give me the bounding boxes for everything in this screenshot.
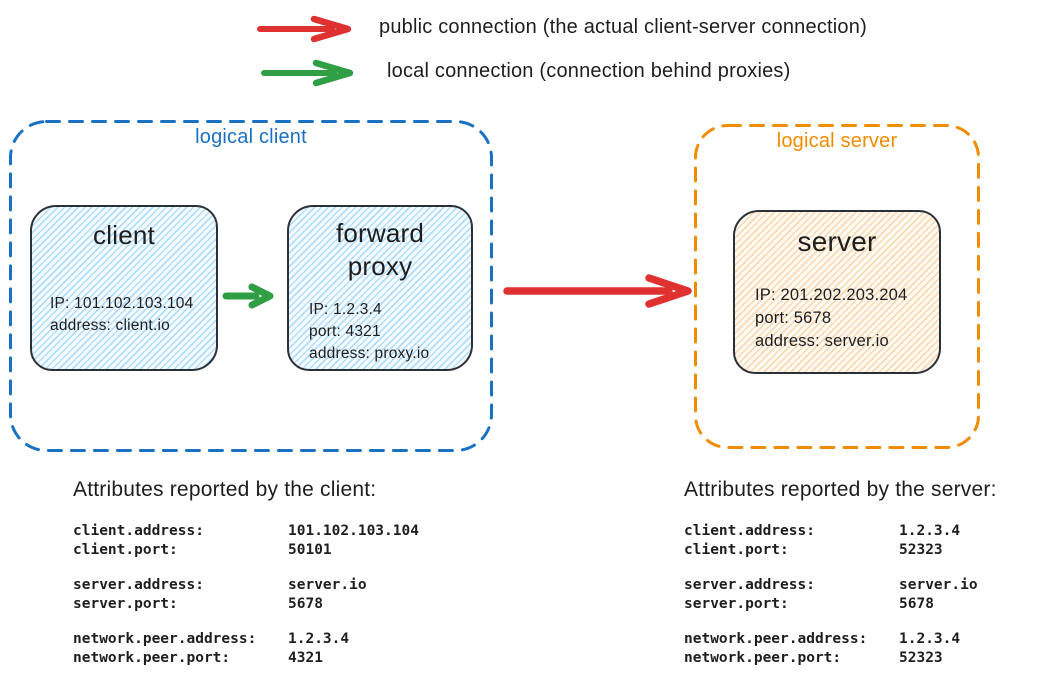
- attr-value: 4321: [288, 650, 323, 666]
- client-attributes-group-client: client.address: 101.102.103.104 client.p…: [73, 522, 419, 560]
- forward-proxy-node: forward proxy IP: 1.2.3.4 port: 4321 add…: [287, 205, 473, 371]
- server-node-title: server: [797, 226, 877, 257]
- client-node: client IP: 101.102.103.104 address: clie…: [30, 205, 218, 371]
- attr-row: client.address: 1.2.3.4: [684, 522, 997, 541]
- local-connection-legend-label: local connection (connection behind prox…: [387, 60, 791, 82]
- forward-proxy-title-line1: forward: [335, 218, 425, 248]
- server-node-port: port: 5678: [755, 309, 832, 327]
- server-attributes-group-server: server.address: server.io server.port: 5…: [684, 576, 997, 614]
- attr-value: 1.2.3.4: [288, 631, 350, 647]
- server-node: server IP: 201.202.203.204 port: 5678 ad…: [733, 210, 941, 374]
- attr-value: server.io: [899, 577, 978, 593]
- attr-value: 5678: [288, 596, 323, 612]
- forward-proxy-title-line2: proxy: [347, 251, 413, 281]
- client-attributes-title: Attributes reported by the client:: [73, 478, 377, 501]
- attr-row: network.peer.address: 1.2.3.4: [684, 630, 997, 649]
- attr-key: client.address:: [73, 523, 204, 539]
- server-attributes-group-network: network.peer.address: 1.2.3.4 network.pe…: [684, 630, 997, 668]
- attr-key: client.port:: [73, 542, 178, 558]
- forward-proxy-port: port: 4321: [309, 323, 381, 340]
- server-attributes-title: Attributes reported by the server:: [684, 478, 997, 501]
- client-to-server-arrow-icon: [503, 274, 692, 308]
- client-node-details: IP: 101.102.103.104 address: client.io: [50, 293, 193, 337]
- attr-value: 5678: [899, 596, 934, 612]
- client-attributes-group-server: server.address: server.io server.port: 5…: [73, 576, 419, 614]
- server-attributes-block: Attributes reported by the server: clien…: [684, 476, 997, 684]
- client-node-title: client: [93, 220, 155, 250]
- attr-key: server.port:: [73, 596, 178, 612]
- server-node-ip: IP: 201.202.203.204: [755, 286, 908, 304]
- attr-key: server.address:: [73, 577, 204, 593]
- attr-key: server.port:: [684, 596, 789, 612]
- forward-proxy-node-title: forward proxy: [289, 217, 471, 283]
- server-attributes-group-client: client.address: 1.2.3.4 client.port: 523…: [684, 522, 997, 560]
- server-node-address: address: server.io: [755, 332, 889, 350]
- attr-key: network.peer.port:: [684, 650, 842, 666]
- attr-key: client.port:: [684, 542, 789, 558]
- client-node-ip: IP: 101.102.103.104: [50, 295, 194, 312]
- attr-row: network.peer.address: 1.2.3.4: [73, 630, 419, 649]
- logical-server-dashed-border: [694, 124, 980, 449]
- server-node-details: IP: 201.202.203.204 port: 5678 address: …: [755, 284, 907, 353]
- attr-row: server.address: server.io: [73, 576, 419, 595]
- client-to-proxy-arrow-icon: [222, 283, 274, 309]
- logical-server-group: logical server: [693, 123, 981, 450]
- attr-row: server.address: server.io: [684, 576, 997, 595]
- attr-key: network.peer.address:: [73, 631, 257, 647]
- public-connection-legend-label: public connection (the actual client-ser…: [379, 16, 867, 38]
- attr-row: client.address: 101.102.103.104: [73, 522, 419, 541]
- attr-row: network.peer.port: 4321: [73, 649, 419, 668]
- attr-value: 101.102.103.104: [288, 523, 419, 539]
- client-attributes-group-network: network.peer.address: 1.2.3.4 network.pe…: [73, 630, 419, 668]
- forward-proxy-ip: IP: 1.2.3.4: [309, 301, 382, 318]
- attr-key: client.address:: [684, 523, 815, 539]
- attr-value: 1.2.3.4: [899, 523, 961, 539]
- public-connection-arrow-icon: [257, 15, 352, 43]
- attr-row: client.port: 52323: [684, 541, 997, 560]
- forward-proxy-node-details: IP: 1.2.3.4 port: 4321 address: proxy.io: [309, 299, 429, 365]
- forward-proxy-address: address: proxy.io: [309, 345, 430, 362]
- attr-key: server.address:: [684, 577, 815, 593]
- attr-value: 50101: [288, 542, 332, 558]
- logical-client-group: logical client: [8, 119, 494, 453]
- attr-row: client.port: 50101: [73, 541, 419, 560]
- attr-value: 52323: [899, 650, 943, 666]
- attr-row: server.port: 5678: [684, 595, 997, 614]
- client-node-address: address: client.io: [50, 317, 170, 334]
- attr-value: 52323: [899, 542, 943, 558]
- attr-key: network.peer.address:: [684, 631, 868, 647]
- attr-value: 1.2.3.4: [899, 631, 961, 647]
- attr-row: server.port: 5678: [73, 595, 419, 614]
- logical-server-label: logical server: [776, 130, 898, 152]
- attr-row: network.peer.port: 52323: [684, 649, 997, 668]
- attr-value: server.io: [288, 577, 367, 593]
- client-attributes-block: Attributes reported by the client: clien…: [73, 476, 419, 684]
- logical-client-label: logical client: [195, 126, 307, 148]
- attr-key: network.peer.port:: [73, 650, 231, 666]
- local-connection-arrow-icon: [261, 59, 354, 87]
